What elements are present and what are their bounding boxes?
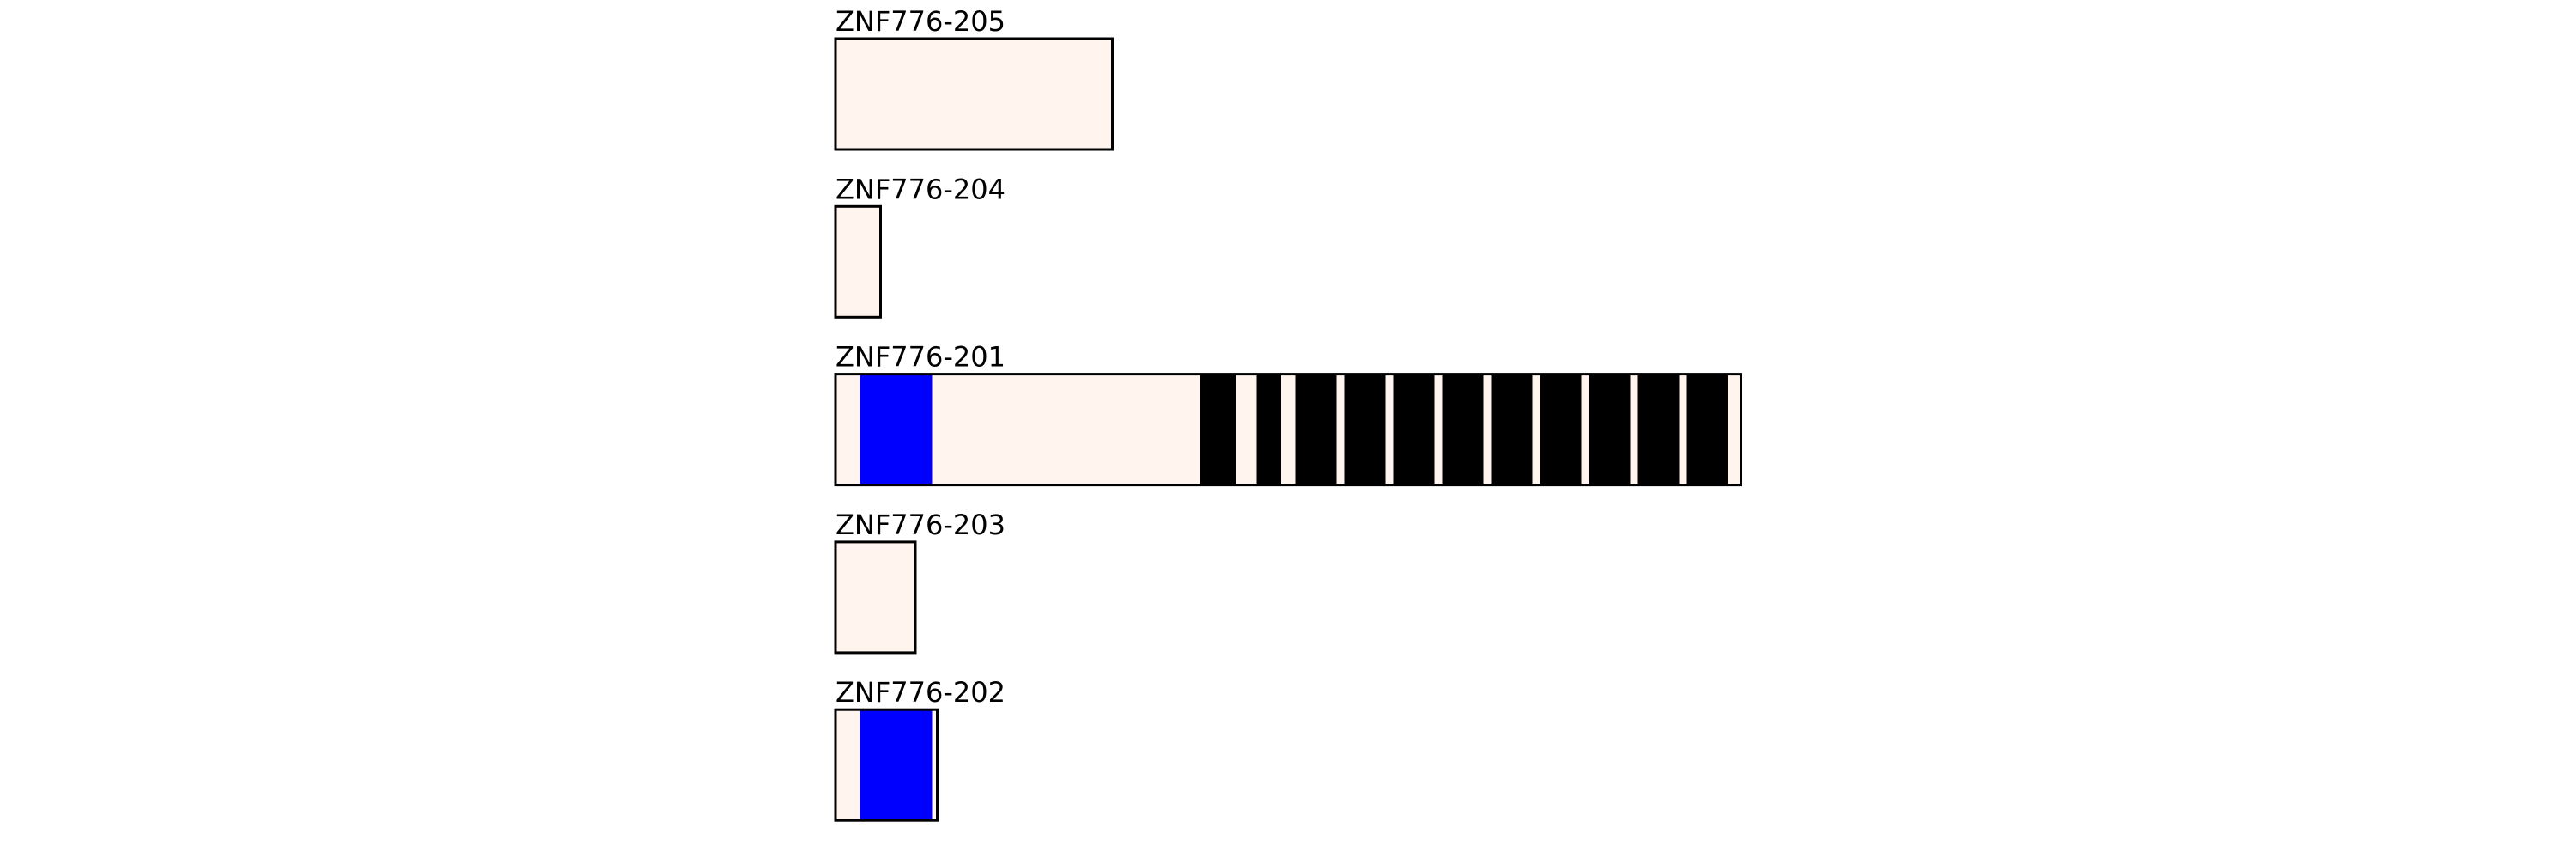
transcript-znf776-205: ZNF776-205 — [834, 5, 1114, 151]
black-feature-segment — [1540, 374, 1582, 485]
transcript-outline — [834, 37, 1114, 151]
transcript-outline — [834, 373, 1742, 487]
blue-feature-segment — [860, 710, 933, 821]
black-feature-segment — [1295, 374, 1337, 485]
transcript-bar — [835, 206, 881, 318]
transcript-outline — [834, 708, 939, 822]
transcript-znf776-201: ZNF776-201 — [834, 341, 1742, 487]
transcript-label: ZNF776-203 — [835, 509, 1005, 541]
black-feature-segment — [1344, 374, 1386, 485]
black-feature-segment — [1393, 374, 1435, 485]
black-feature-segment — [1589, 374, 1631, 485]
transcript-outline — [834, 204, 882, 319]
transcript-label: ZNF776-201 — [835, 341, 1005, 374]
black-feature-segment — [1200, 374, 1236, 485]
transcript-bar — [835, 39, 1113, 149]
black-feature-segment — [1442, 374, 1484, 485]
transcript-znf776-202: ZNF776-202 — [834, 676, 1005, 822]
transcript-label: ZNF776-204 — [835, 173, 1005, 205]
transcript-label: ZNF776-205 — [835, 5, 1005, 38]
transcript-bar — [835, 541, 915, 653]
transcript-znf776-203: ZNF776-203 — [834, 509, 1005, 655]
transcript-znf776-204: ZNF776-204 — [834, 173, 1005, 319]
black-feature-segment — [1256, 374, 1281, 485]
black-feature-segment — [1686, 374, 1728, 485]
black-feature-segment — [1491, 374, 1533, 485]
transcript-outline — [834, 540, 917, 655]
blue-feature-segment — [860, 374, 933, 485]
transcript-label: ZNF776-202 — [835, 676, 1005, 709]
black-feature-segment — [1637, 374, 1680, 485]
